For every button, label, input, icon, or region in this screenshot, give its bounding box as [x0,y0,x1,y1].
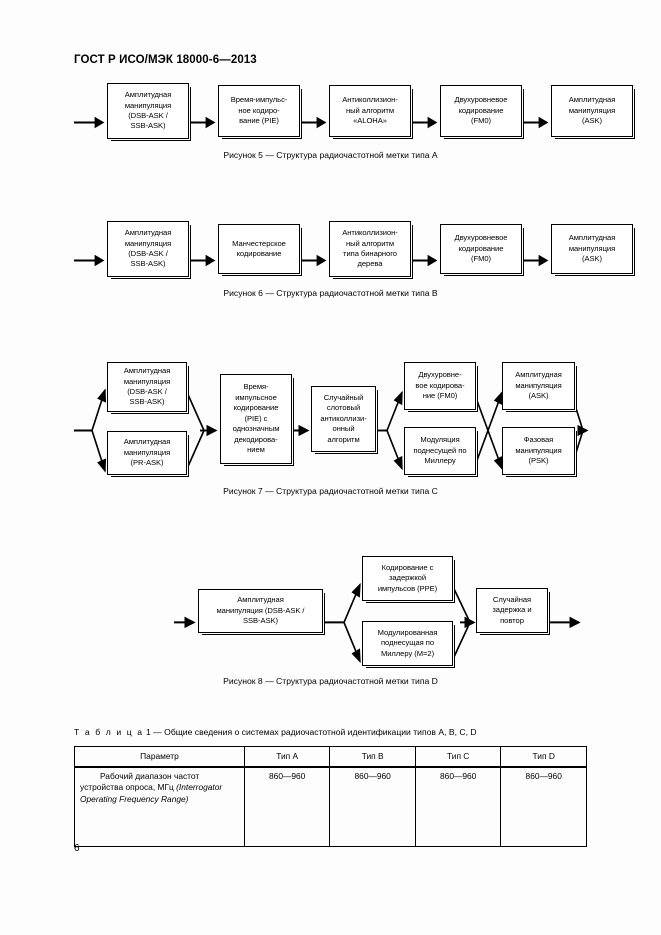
table-1-title-text: 1 — Общие сведения о системах радиочасто… [145,727,477,737]
table-cell-parameter: Рабочий диапазон частот устройства опрос… [74,766,245,847]
parameter-italic: (Interrogator Operating Frequency Range) [80,782,223,804]
figure-8-caption: Рисунок 8 — Структура радиочастотной мет… [223,676,438,686]
node-text: Двухуровне-вое кодирова-ние (FM0) [415,370,465,401]
figure-5-caption: Рисунок 5 — Структура радиочастотной мет… [223,150,438,160]
table-cell-type-c: 860—960 [414,766,502,847]
table-header-type-a: Тип А [243,746,331,768]
table-header-type-b: Тип В [329,746,416,768]
page-number: 6 [74,843,80,854]
table-1-body: Рабочий диапазон частот устройства опрос… [74,766,587,847]
table-cell-type-a: 860—960 [243,766,331,847]
table-1-label: Т а б л и ц а [74,727,144,737]
table-1-head: Параметр Тип А Тип В Тип С Тип D [74,746,587,768]
table-cell-type-d: 860—960 [500,766,587,847]
parameter-plain: Рабочий диапазон частот устройства опрос… [80,771,200,793]
table-header-parameter: Параметр [74,746,245,768]
node-text: Антиколлизион-ный алгоритм«ALOHA» [342,95,398,126]
figure-6-caption: Рисунок 6 — Структура радиочастотной мет… [223,288,438,298]
figure-7-caption: Рисунок 7 — Структура радиочастотной мет… [223,486,438,496]
table-header-type-d: Тип D [500,746,587,768]
table-1: Параметр Тип А Тип В Тип С Тип D Рабочий… [74,746,587,847]
node-text: Время-импульс-ное кодиро-вание (PIE) [230,95,288,126]
figure-7-node-two-level-encoding-fm0: Двухуровне-вое кодирова-ние (FM0) [404,362,476,410]
table-header-row: Параметр Тип А Тип В Тип С Тип D [74,746,587,768]
table-1-title: Т а б л и ц а 1 — Общие сведения о систе… [74,727,477,737]
document-standard-header: ГОСТ Р ИСО/МЭК 18000-6—2013 [74,54,257,66]
table-cell-type-b: 860—960 [329,766,416,847]
table-row: Рабочий диапазон частот устройства опрос… [74,766,587,847]
table-header-type-c: Тип С [414,746,502,768]
figure-5-node-pulse-interval-encoding: Время-импульс-ное кодиро-вание (PIE) [218,85,300,137]
figure-5-node-anticollision-aloha: Антиколлизион-ный алгоритм«ALOHA» [329,85,411,137]
